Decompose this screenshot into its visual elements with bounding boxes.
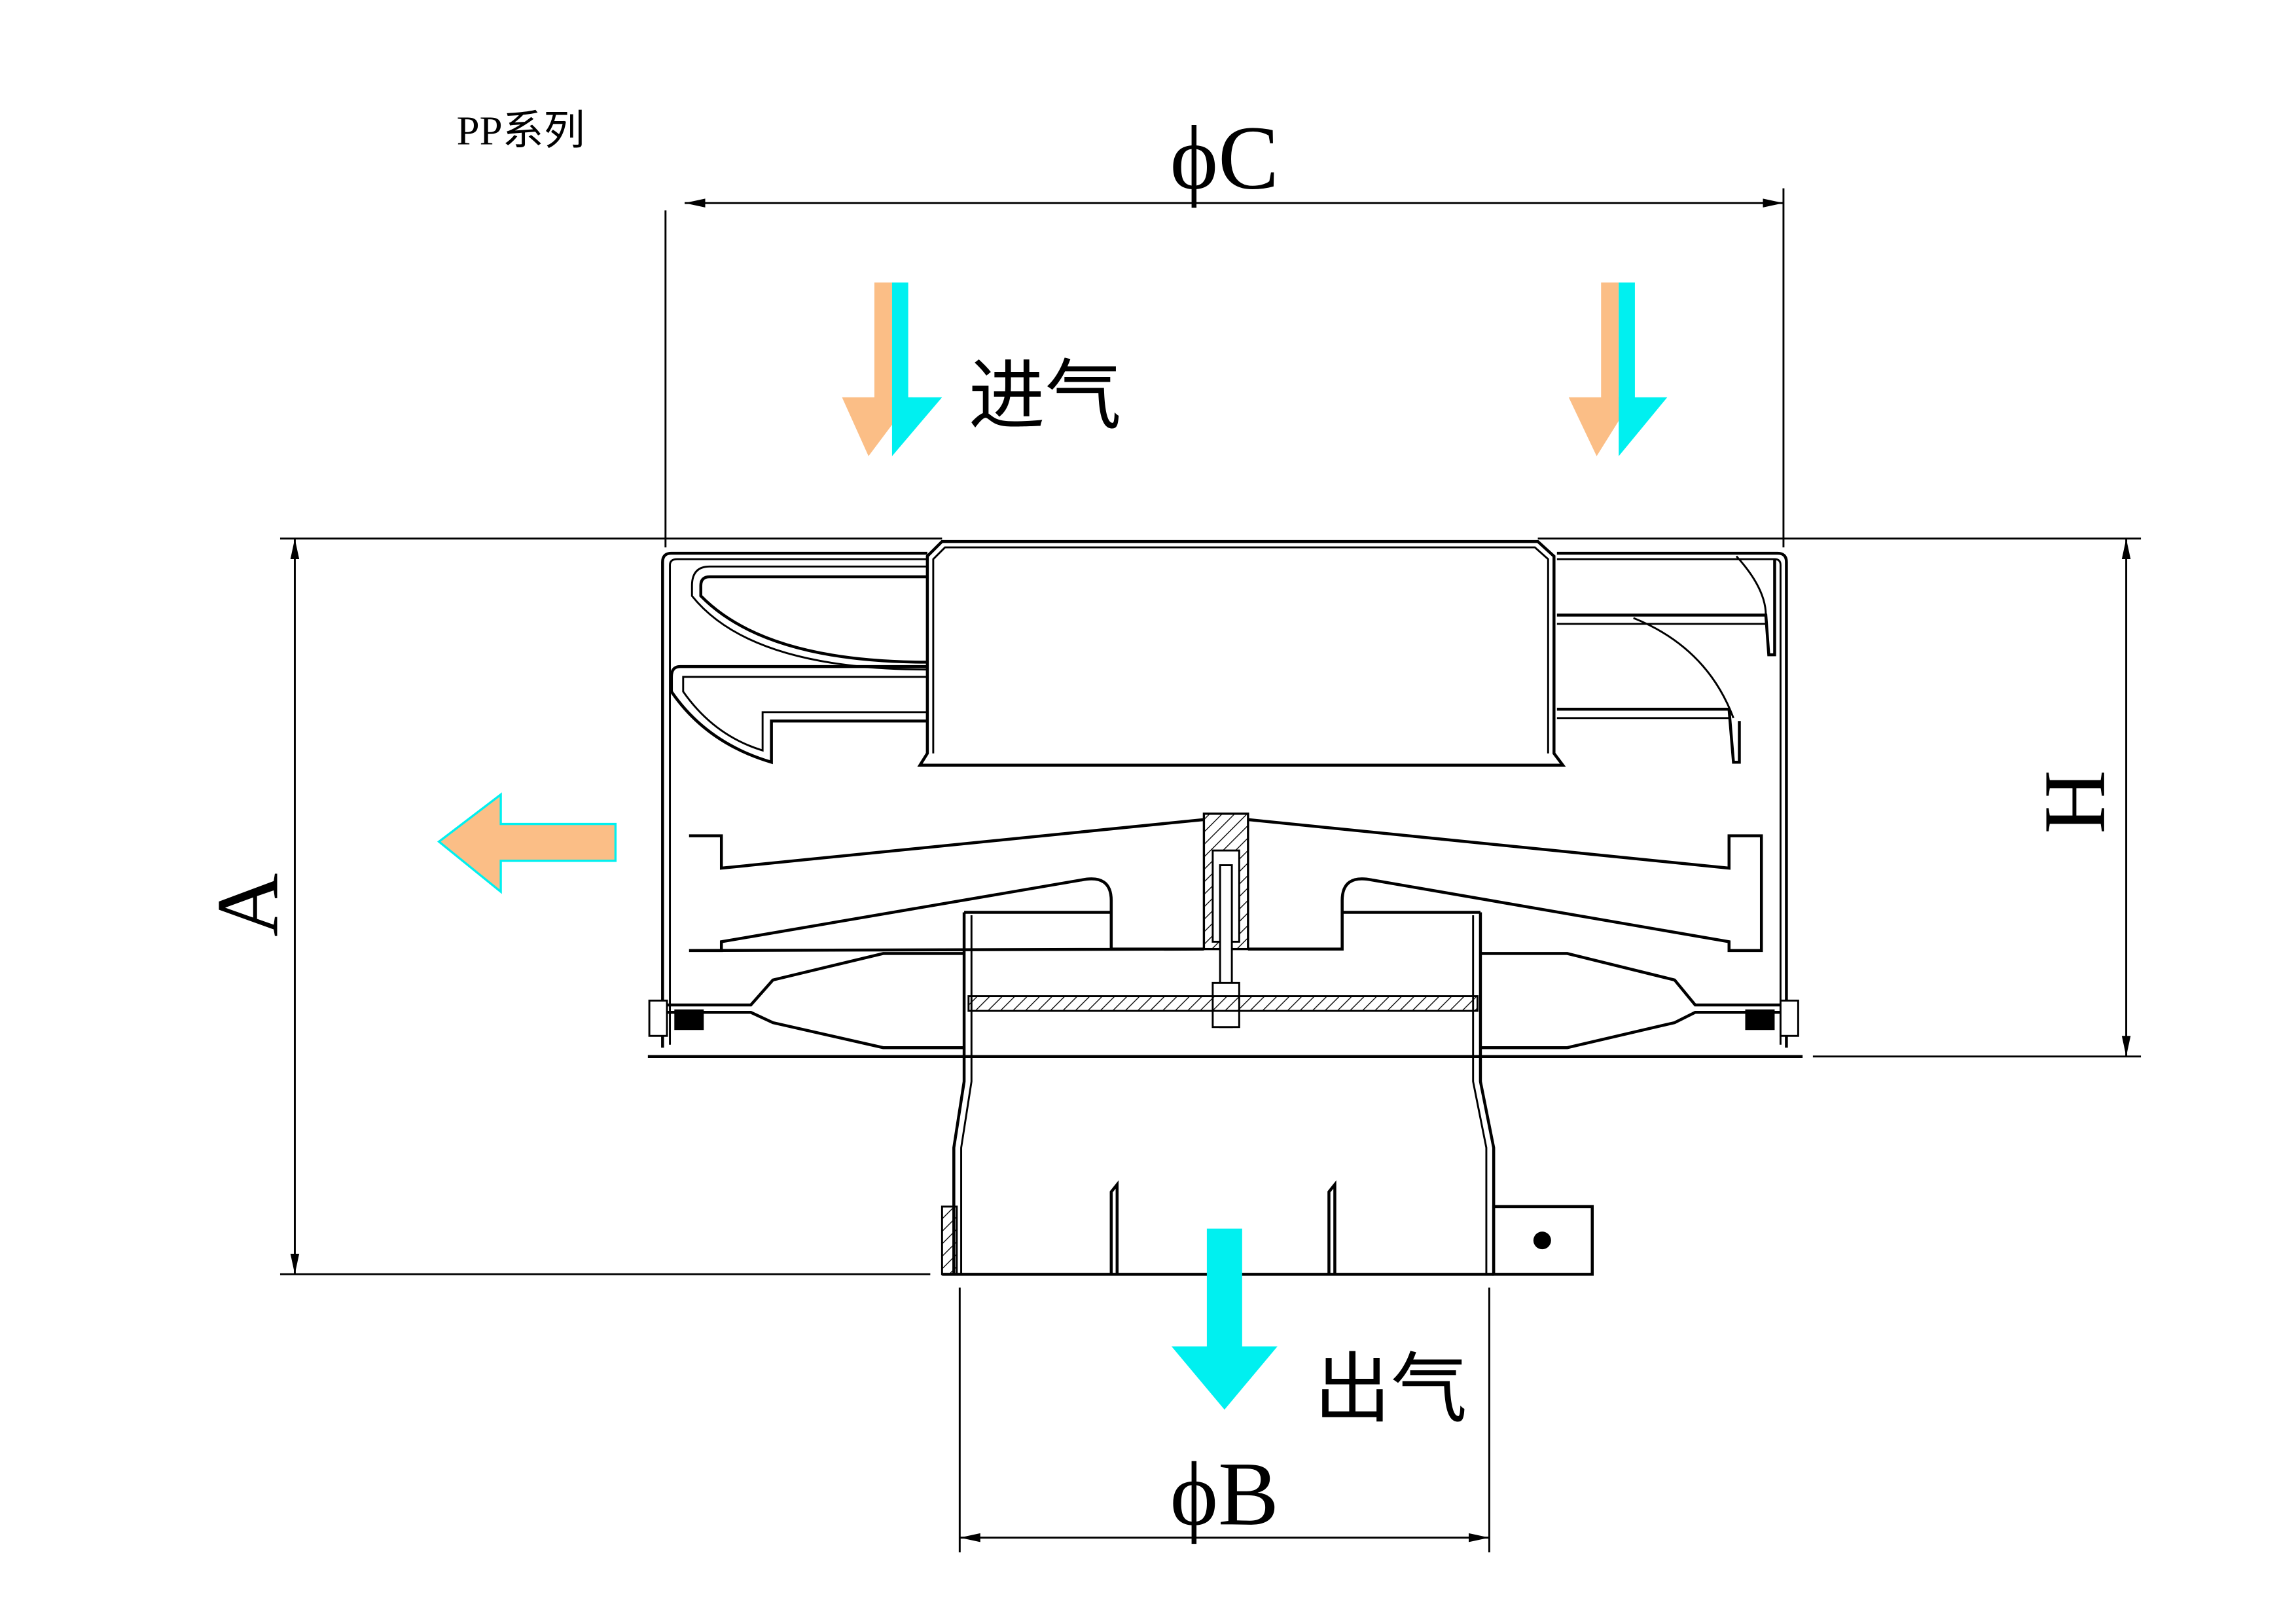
dimension-a: A [199, 538, 300, 1275]
dimension-h: H [2026, 538, 2131, 1057]
dimension-b: ϕB [958, 1287, 1490, 1553]
dimension-c: ϕC [664, 108, 1785, 548]
dimension-h-label: H [2026, 770, 2124, 833]
nut-left [674, 1009, 704, 1030]
outlet-label: 出气 [1314, 1348, 1467, 1432]
inlet-arrow-left [842, 282, 942, 456]
bolt-right [1779, 999, 1799, 1037]
side-exhaust-arrow [437, 792, 617, 894]
inlet-arrow-right [1568, 282, 1668, 456]
outlet-arrow [1171, 1228, 1278, 1410]
nut-right [1745, 1009, 1775, 1030]
dimension-c-label: ϕC [1170, 108, 1279, 209]
bracket-hole [1533, 1231, 1551, 1250]
dimension-a-label: A [199, 873, 296, 937]
inlet-label: 进气 [969, 355, 1122, 439]
series-title: PP系列 [457, 107, 585, 153]
dimension-b-label: ϕB [1170, 1444, 1279, 1544]
bolt-left [648, 999, 668, 1037]
outlet-pipe [941, 911, 1594, 1276]
ventilator-housing [647, 539, 1803, 1058]
